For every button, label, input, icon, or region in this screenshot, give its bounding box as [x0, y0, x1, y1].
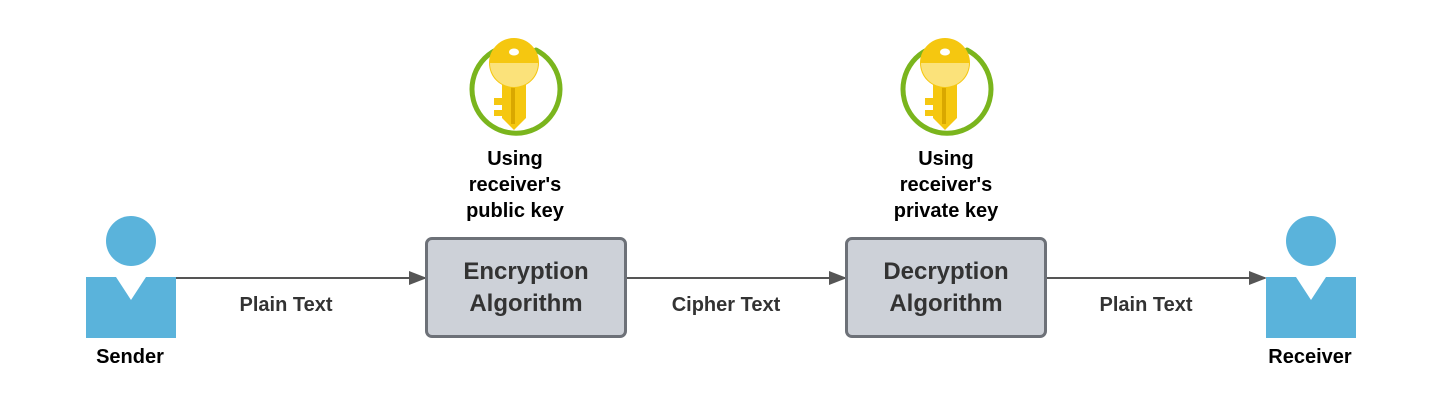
- edge-label-plain-text-receiver: Plain Text: [1099, 294, 1193, 316]
- private-key-caption-line: Using: [918, 148, 974, 170]
- decryption-box-line: Decryption: [883, 257, 1009, 285]
- edge-label-plain-text-sender: Plain Text: [239, 294, 333, 316]
- public-key-caption: Using receiver's public key: [430, 146, 600, 224]
- decryption-algorithm-box: Decryption Algorithm: [845, 237, 1047, 338]
- public-key-caption-line: receiver's: [468, 174, 562, 196]
- private-key-icon: [900, 38, 994, 136]
- public-key-caption-line: public key: [466, 200, 564, 222]
- edge-label-cipher-text: Cipher Text: [671, 294, 781, 316]
- private-key-caption-line: receiver's: [899, 174, 993, 196]
- sender-person-icon: [86, 216, 176, 338]
- encryption-box-line: Encryption: [463, 257, 589, 285]
- receiver-label: Receiver: [1268, 346, 1352, 368]
- receiver-person-icon: [1266, 216, 1356, 338]
- public-key-icon: [469, 38, 563, 136]
- encryption-box-line: Algorithm: [469, 289, 583, 317]
- public-key-caption-line: Using: [487, 148, 543, 170]
- private-key-caption-line: private key: [893, 200, 999, 222]
- encryption-algorithm-box: Encryption Algorithm: [425, 237, 627, 338]
- decryption-box-line: Algorithm: [889, 289, 1003, 317]
- private-key-caption: Using receiver's private key: [856, 146, 1036, 224]
- sender-label: Sender: [96, 346, 164, 368]
